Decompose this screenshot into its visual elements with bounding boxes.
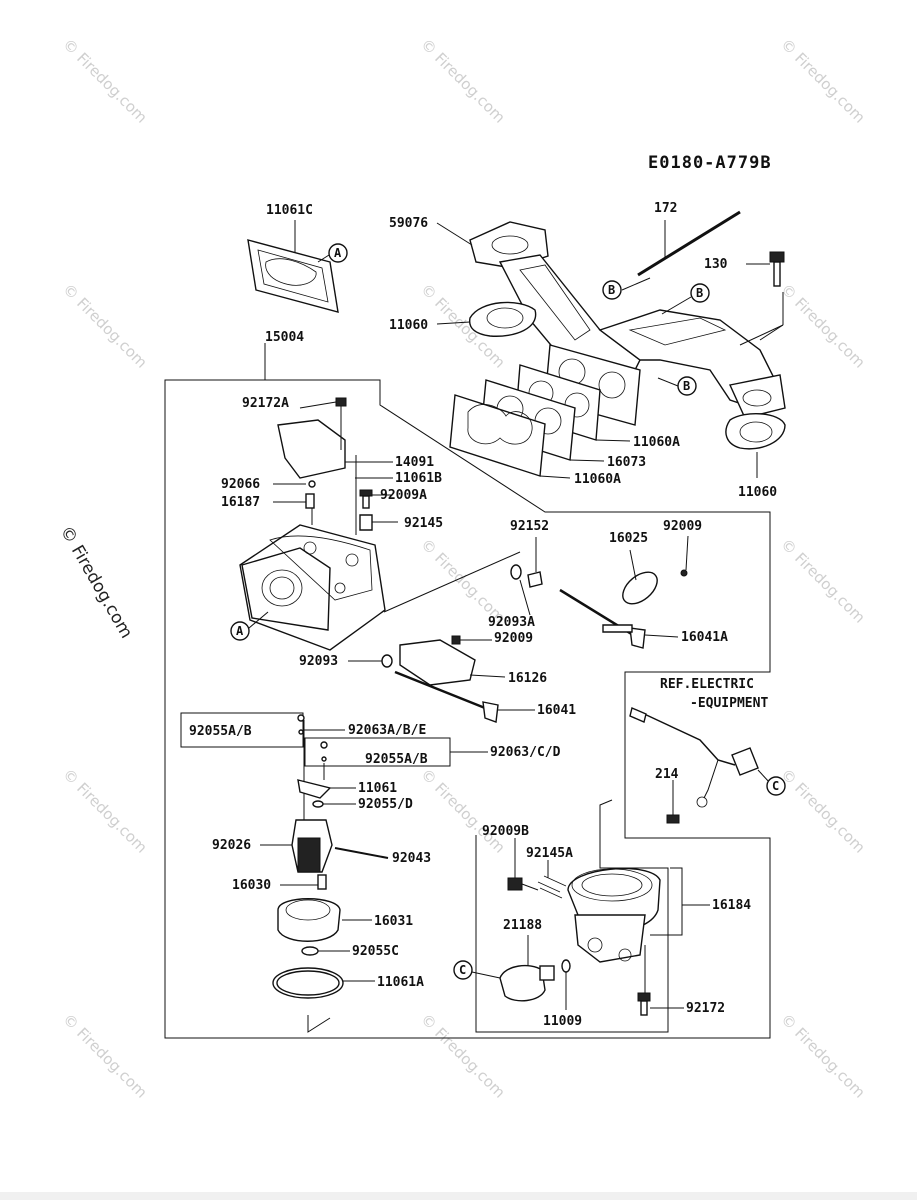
label-92009B: 92009B — [482, 824, 529, 839]
ref-electric-line1: REF.ELECTRIC — [660, 677, 754, 692]
label-11060-right: 11060 — [738, 485, 777, 500]
side-watermark: © Firedog.com — [56, 523, 137, 642]
spacer-stack — [449, 364, 631, 479]
label-11060-top: 11060 — [389, 318, 428, 333]
label-11061: 11061 — [358, 781, 397, 796]
watermark: © Firedog.com — [417, 765, 509, 857]
carburetor-body — [230, 397, 521, 651]
label-214: 214 — [655, 767, 679, 782]
label-92055AB: 92055A/B — [365, 752, 428, 767]
watermark: © Firedog.com — [59, 765, 151, 857]
label-16187: 16187 — [221, 495, 260, 510]
gasket-11061c — [247, 220, 348, 313]
diagram-code: E0180-A779B — [648, 153, 772, 173]
watermark: © Firedog.com — [417, 535, 509, 627]
label-11061C: 11061C — [266, 203, 313, 218]
label-92145: 92145 — [404, 516, 443, 531]
label-92043: 92043 — [392, 851, 431, 866]
watermark: © Firedog.com — [59, 1010, 151, 1102]
watermark-layer: © Firedog.com © Firedog.com © Firedog.co… — [56, 35, 869, 1102]
label-92145A: 92145A — [526, 846, 573, 861]
electric-ref-harness — [629, 707, 786, 824]
label-15004: 15004 — [265, 330, 304, 345]
watermark: © Firedog.com — [59, 35, 151, 127]
label-92026: 92026 — [212, 838, 251, 853]
label-16031: 16031 — [374, 914, 413, 929]
label-11060A: 11060A — [574, 472, 621, 487]
bottom-strip — [0, 1192, 917, 1200]
label-21188: 21188 — [503, 918, 542, 933]
label-11009: 11009 — [543, 1014, 582, 1029]
callout-b: B — [683, 379, 690, 393]
label-130: 130 — [704, 257, 728, 272]
watermark: © Firedog.com — [777, 280, 869, 372]
label-92009: 92009 — [494, 631, 533, 646]
label-92093: 92093 — [299, 654, 338, 669]
label-92172: 92172 — [686, 1001, 725, 1016]
watermark: © Firedog.com — [777, 535, 869, 627]
callout-a: A — [334, 246, 342, 260]
fuel-bowl-section — [180, 712, 488, 1033]
label-11061B: 11061B — [395, 471, 442, 486]
label-172: 172 — [654, 201, 677, 216]
label-14091: 14091 — [395, 455, 434, 470]
ref-electric-line2: -EQUIPMENT — [690, 696, 768, 711]
label-16025: 16025 — [609, 531, 648, 546]
assembly-outline — [164, 379, 771, 1039]
label-92063CD: 92063/C/D — [490, 745, 561, 760]
label-92063ABE: 92063A/B/E — [348, 723, 426, 738]
watermark: © Firedog.com — [777, 35, 869, 127]
throttle-body-16184 — [453, 799, 710, 1033]
label-92066: 92066 — [221, 477, 260, 492]
watermark: © Firedog.com — [417, 35, 509, 127]
throttle-shaft-assembly — [348, 635, 535, 723]
watermark: © Firedog.com — [417, 1010, 509, 1102]
label-16126: 16126 — [508, 671, 547, 686]
label-92093A: 92093A — [488, 615, 535, 630]
label-16073: 16073 — [607, 455, 646, 470]
label-16041: 16041 — [537, 703, 576, 718]
leader — [759, 324, 784, 341]
watermark: © Firedog.com — [59, 280, 151, 372]
watermark: © Firedog.com — [777, 765, 869, 857]
watermark: © Firedog.com — [777, 1010, 869, 1102]
label-11061A: 11061A — [377, 975, 424, 990]
label-11060A: 11060A — [633, 435, 680, 450]
label-16030: 16030 — [232, 878, 271, 893]
label-92152: 92152 — [510, 519, 549, 534]
label-92009A: 92009A — [380, 488, 427, 503]
label-16041A: 16041A — [681, 630, 728, 645]
label-59076: 59076 — [389, 216, 428, 231]
label-92055D: 92055/D — [358, 797, 413, 812]
callout-a: A — [236, 624, 244, 638]
label-92055C: 92055C — [352, 944, 399, 959]
callout-b: B — [608, 283, 615, 297]
label-92055AB: 92055A/B — [189, 724, 252, 739]
label-92172A: 92172A — [242, 396, 289, 411]
intake-manifold — [436, 210, 786, 478]
label-16184: 16184 — [712, 898, 751, 913]
callout-c: C — [459, 963, 466, 977]
label-92009: 92009 — [663, 519, 702, 534]
choke-shaft-assembly — [510, 535, 689, 649]
callout-c: C — [772, 779, 779, 793]
callout-b: B — [696, 286, 703, 300]
